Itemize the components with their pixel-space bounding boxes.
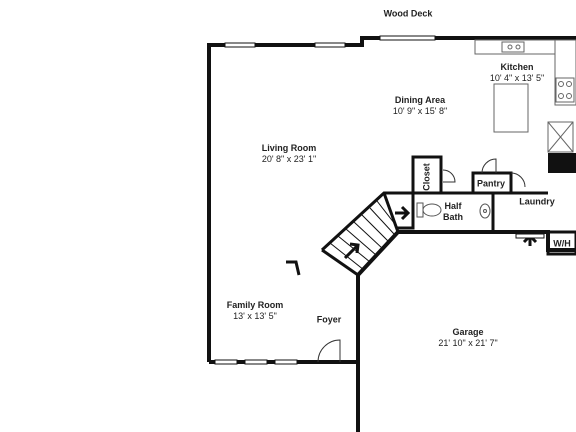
- kitchen-room: Kitchen 10' 4" x 13' 5": [490, 62, 544, 84]
- dining-room: Dining Area 10' 9" x 15' 8": [393, 95, 447, 117]
- garage-name: Garage: [452, 327, 484, 337]
- garage-room: Garage 21' 10" x 21' 7": [438, 327, 497, 349]
- living-dims: 20' 8" x 23' 1": [261, 154, 317, 164]
- closet-label: Closet: [421, 163, 432, 191]
- fridge-icon: [547, 121, 574, 153]
- family-dims: 13' x 13' 5": [233, 311, 277, 321]
- stair-arrow-icon: [395, 205, 411, 221]
- family-name: Family Room: [226, 300, 284, 310]
- kitchen-dims: 10' 4" x 13' 5": [489, 73, 545, 83]
- garage-dims: 21' 10" x 21' 7": [438, 338, 498, 348]
- foyer-label: Foyer: [316, 314, 342, 325]
- island: [493, 83, 529, 133]
- living-name: Living Room: [261, 143, 317, 153]
- living-room: Living Room 20' 8" x 23' 1": [262, 143, 317, 165]
- fireplace-corner: [286, 260, 301, 276]
- kitchen-name: Kitchen: [500, 62, 534, 72]
- garage-door-opening: [515, 233, 545, 239]
- wood-deck-label: Wood Deck: [383, 8, 433, 19]
- dining-dims: 10' 9" x 15' 8": [392, 106, 448, 116]
- windows: [214, 35, 436, 365]
- stove-icon: [555, 77, 575, 103]
- door-swing-icon: [317, 158, 526, 363]
- laundry-label: Laundry: [519, 196, 555, 207]
- pantry-label: Pantry: [476, 178, 506, 189]
- stair-arrow-icon: [343, 242, 360, 260]
- utility-block: [548, 153, 576, 173]
- half-bath-label: Half Bath: [443, 201, 463, 222]
- wh-label: W/H: [553, 238, 571, 249]
- family-room: Family Room 13' x 13' 5": [227, 300, 284, 322]
- dining-name: Dining Area: [394, 95, 446, 105]
- toilet-icon: [416, 202, 442, 218]
- sink-icon: [479, 203, 491, 219]
- kitchen-fixtures: [474, 39, 576, 153]
